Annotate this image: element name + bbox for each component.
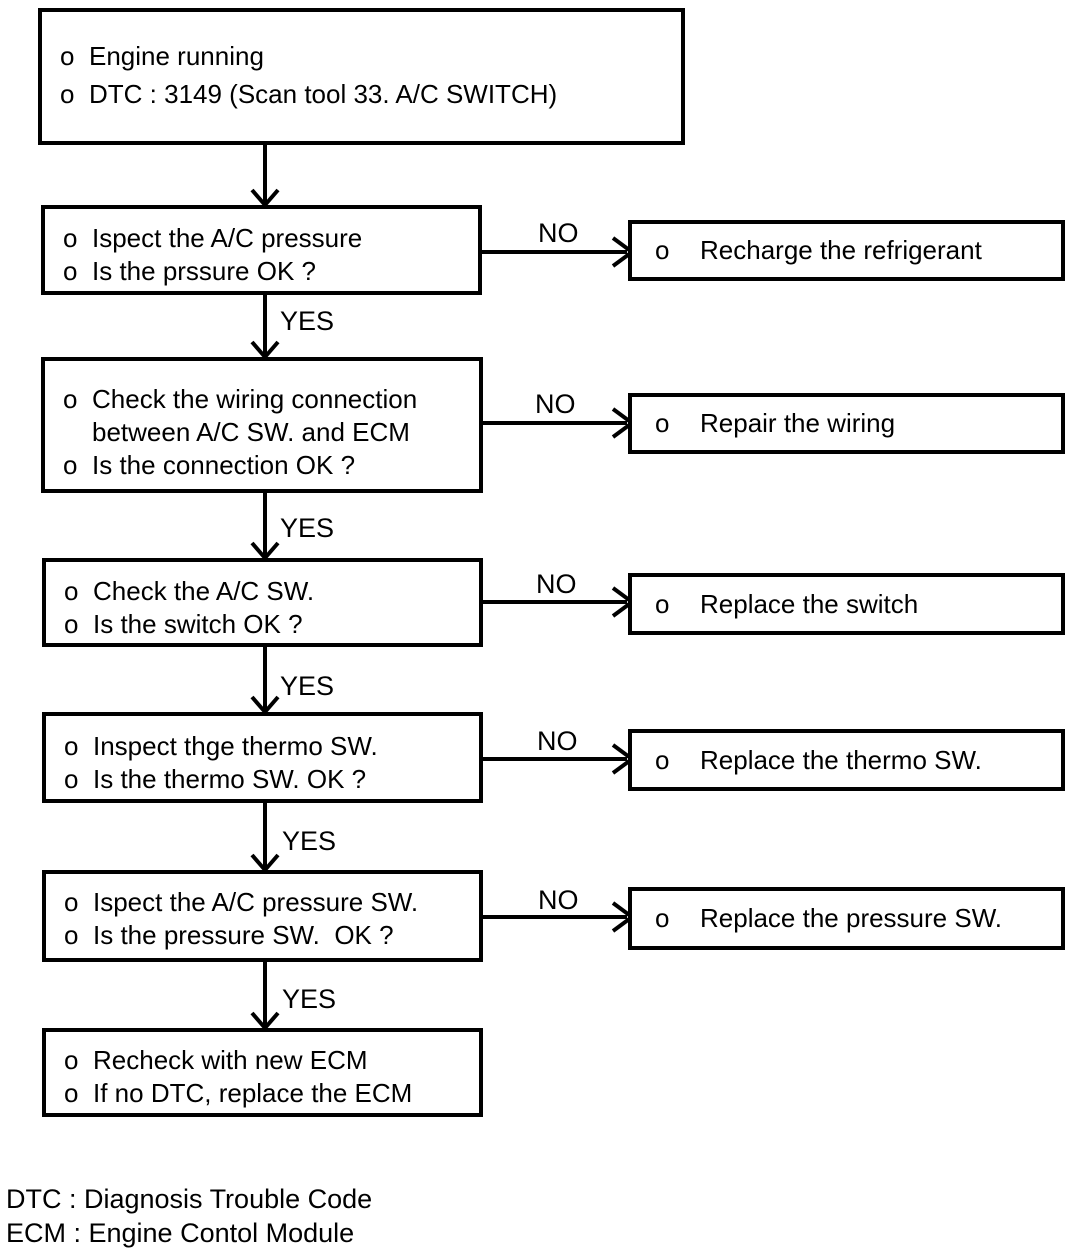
start-line: o Engine running — [42, 37, 681, 75]
step-box-wiring: o Check the wiring connection between A/… — [41, 357, 483, 493]
end-line: o Recheck with new ECM — [46, 1044, 479, 1077]
bullet-marker: o — [63, 223, 78, 253]
bullet-marker: o — [64, 731, 79, 761]
check-line: o Ispect the A/C pressure — [45, 222, 478, 255]
bullet-marker: o — [63, 384, 78, 414]
check-line: o Is the connection OK ? — [45, 449, 479, 482]
step-box-thermo-switch: o Inspect thge thermo SW. o Is the therm… — [42, 712, 483, 803]
check-text: Ispect the A/C pressure — [92, 223, 363, 253]
no-label: NO — [535, 389, 576, 419]
arrow-down-3 — [250, 493, 280, 562]
check-text: Is the connection OK ? — [92, 450, 356, 480]
check-text: Check the wiring connection between A/C … — [92, 384, 418, 447]
bullet-marker: o — [64, 576, 79, 606]
action-text: Replace the thermo SW. — [700, 744, 982, 775]
check-text: Is the prssure OK ? — [92, 256, 316, 286]
check-text: Is the thermo SW. OK ? — [93, 764, 367, 794]
arrow-down-4 — [250, 647, 280, 716]
action-text: Recharge the refrigerant — [700, 235, 982, 265]
end-box-ecm: o Recheck with new ECM o If no DTC, repl… — [42, 1028, 483, 1117]
check-line: o Check the A/C SW. — [46, 575, 479, 608]
end-line: o If no DTC, replace the ECM — [46, 1077, 479, 1110]
arrow-down-6 — [250, 962, 280, 1032]
yes-label: YES — [280, 306, 335, 336]
action-box-replace-switch: o Replace the switch — [628, 573, 1065, 635]
yes-label: YES — [282, 826, 337, 856]
bullet-marker: o — [655, 903, 670, 933]
step-box-pressure-switch: o Ispect the A/C pressure SW. o Is the p… — [42, 870, 483, 962]
start-text-1: Engine running — [89, 41, 264, 71]
action-box-repair-wiring: o Repair the wiring — [628, 393, 1065, 454]
start-text-2: DTC : 3149 (Scan tool 33. A/C SWITCH) — [89, 79, 558, 109]
bullet-marker: o — [655, 235, 670, 265]
yes-label: YES — [282, 984, 337, 1014]
bullet-marker: o — [64, 1078, 79, 1108]
bullet-marker: o — [655, 588, 670, 619]
action-text: Replace the switch — [700, 588, 919, 619]
step-box-ac-pressure: o Ispect the A/C pressure o Is the prssu… — [41, 205, 482, 295]
check-line: o Is the pressure SW. OK ? — [46, 919, 479, 952]
check-text: Check the A/C SW. — [93, 576, 315, 606]
end-text: If no DTC, replace the ECM — [93, 1078, 413, 1108]
check-line: o Inspect thge thermo SW. — [46, 730, 479, 763]
bullet-marker: o — [64, 887, 79, 917]
start-box: o Engine running o DTC : 3149 (Scan tool… — [38, 8, 685, 145]
check-line: o Is the switch OK ? — [46, 608, 479, 641]
action-text: Repair the wiring — [700, 408, 896, 438]
action-box-recharge-refrigerant: o Recharge the refrigerant — [628, 220, 1065, 281]
arrow-down-1 — [250, 145, 280, 209]
bullet-marker: o — [655, 408, 670, 438]
legend: DTC : Diagnosis Trouble Code ECM : Engin… — [6, 1182, 372, 1250]
no-label: NO — [538, 218, 579, 248]
bullet-marker: o — [64, 1045, 79, 1075]
no-label: NO — [538, 885, 579, 915]
no-label: NO — [536, 569, 577, 599]
yes-label: YES — [280, 513, 335, 543]
check-text: Inspect thge thermo SW. — [93, 731, 378, 761]
legend-line-dtc: DTC : Diagnosis Trouble Code — [6, 1184, 373, 1214]
action-box-replace-thermo-sw: o Replace the thermo SW. — [628, 729, 1065, 791]
arrow-down-2 — [250, 295, 280, 361]
check-line: o Is the thermo SW. OK ? — [46, 763, 479, 796]
start-line: o DTC : 3149 (Scan tool 33. A/C SWITCH) — [42, 75, 681, 113]
check-text: Is the pressure SW. OK ? — [93, 920, 394, 950]
legend-line-ecm: ECM : Engine Contol Module — [6, 1218, 355, 1248]
check-line: o Ispect the A/C pressure SW. — [46, 886, 479, 919]
check-line: o Check the wiring connection between A/… — [45, 383, 479, 449]
bullet-marker: o — [64, 609, 79, 639]
bullet-marker: o — [655, 744, 670, 775]
action-text: Replace the pressure SW. — [700, 903, 1003, 933]
no-label: NO — [537, 726, 578, 756]
step-box-ac-switch: o Check the A/C SW. o Is the switch OK ? — [42, 558, 483, 647]
check-text: Is the switch OK ? — [93, 609, 303, 639]
bullet-marker: o — [60, 41, 75, 71]
yes-label: YES — [280, 671, 335, 701]
check-text: Ispect the A/C pressure SW. — [93, 887, 419, 917]
arrow-down-5 — [250, 803, 280, 874]
bullet-marker: o — [60, 79, 75, 109]
bullet-marker: o — [64, 920, 79, 950]
bullet-marker: o — [64, 764, 79, 794]
check-line: o Is the prssure OK ? — [45, 255, 478, 288]
action-box-replace-pressure-sw: o Replace the pressure SW. — [628, 887, 1065, 950]
end-text: Recheck with new ECM — [93, 1045, 368, 1075]
bullet-marker: o — [63, 256, 78, 286]
bullet-marker: o — [63, 450, 78, 480]
